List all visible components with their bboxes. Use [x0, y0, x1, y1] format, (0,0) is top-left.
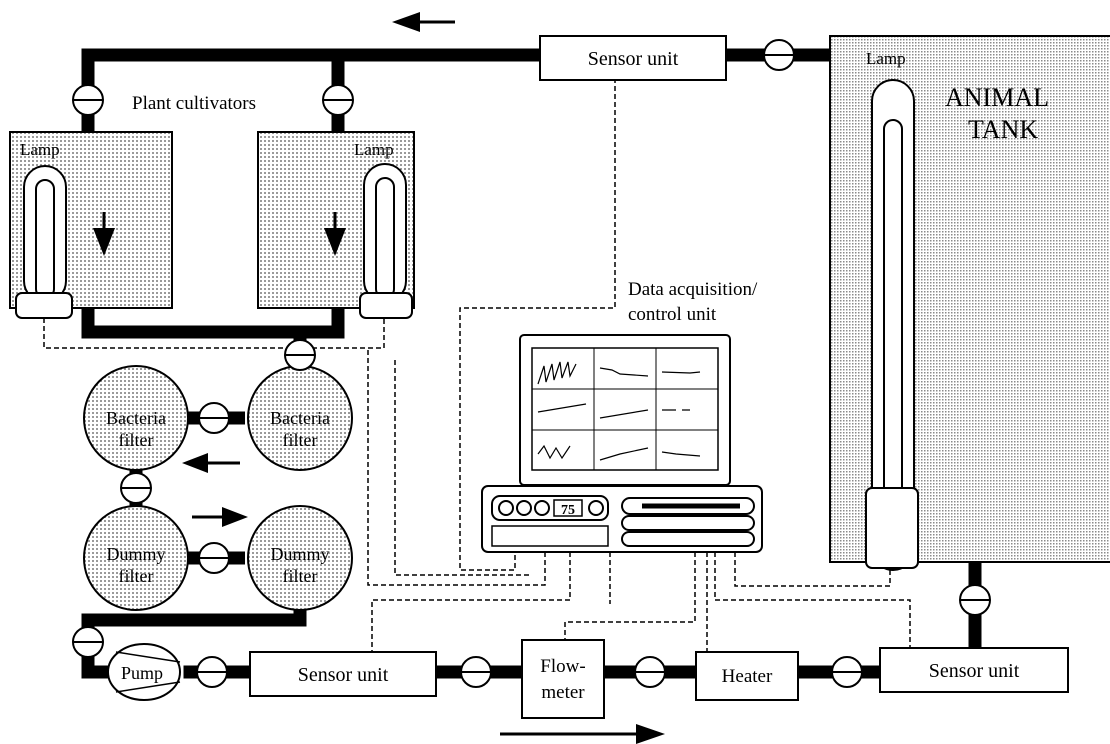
valve-cultivator-right: [322, 84, 354, 116]
signal-lines: [43, 78, 911, 658]
valve-bacteria-link: [198, 402, 230, 434]
valve-before-heater: [634, 656, 666, 688]
sensor-unit-bottom-right: Sensor unit: [879, 647, 1069, 693]
heater: Heater: [695, 651, 799, 701]
svg-text:filter: filter: [283, 430, 318, 450]
flow-arrow-filter-right: [192, 507, 248, 527]
down-arrow-right: [324, 212, 346, 256]
svg-text:Sensor unit: Sensor unit: [588, 48, 679, 70]
valve-pump-outlet: [196, 656, 228, 688]
svg-text:Bacteria: Bacteria: [106, 408, 166, 428]
sensor-unit-top: Sensor unit: [539, 35, 727, 81]
flow-arrow-top: [392, 12, 455, 32]
valves: [72, 39, 991, 688]
plant-cultivators-label: Plant cultivators: [132, 93, 256, 114]
valve-tank-drain: [959, 584, 991, 616]
lamp-label-right: Lamp: [354, 140, 394, 159]
pump: Pump: [107, 643, 181, 701]
lamp-tube-right: [363, 163, 407, 303]
sensor-unit-bottom-left: Sensor unit: [249, 651, 437, 697]
dummy-filter-right: Dummy filter: [247, 505, 353, 611]
animal-tank-label-line2: TANK: [968, 115, 1038, 144]
flow-arrow-filter-left: [182, 453, 240, 473]
svg-text:meter: meter: [541, 682, 585, 703]
daq-console: 75: [481, 485, 763, 553]
animal-tank: Lamp ANIMAL TANK: [829, 35, 1110, 571]
console-display: [553, 499, 583, 517]
bacteria-filter-left: Bacteria filter: [83, 365, 189, 471]
svg-text:Sensor unit: Sensor unit: [298, 664, 389, 686]
valve-cultivator-left: [72, 84, 104, 116]
down-arrow-left: [93, 212, 115, 256]
lamp-label-left: Lamp: [20, 140, 60, 159]
svg-text:Pump: Pump: [121, 663, 163, 683]
svg-text:Heater: Heater: [722, 666, 773, 687]
svg-text:filter: filter: [119, 430, 154, 450]
monitor-traces: [537, 361, 701, 461]
lamp-base-left: [15, 292, 73, 319]
bacteria-filter-right: Bacteria filter: [247, 365, 353, 471]
valve-before-flowmeter: [460, 656, 492, 688]
cultivator-bottom-pipe: [81, 301, 345, 339]
svg-text:Sensor unit: Sensor unit: [929, 660, 1020, 682]
valve-top-right: [763, 39, 795, 71]
dummy-filter-left: Dummy filter: [83, 505, 189, 611]
svg-text:75: 75: [561, 503, 575, 518]
daq-monitor: [519, 334, 731, 486]
plant-cultivator-right: Lamp: [257, 131, 415, 319]
lamp-base-right: [359, 292, 413, 319]
plant-cultivator-left: Lamp: [9, 131, 173, 319]
animal-tank-label-line1: ANIMAL: [945, 83, 1049, 112]
svg-text:Dummy: Dummy: [106, 544, 165, 564]
daq-label-line2: control unit: [628, 304, 717, 325]
lamp-tube-left: [23, 165, 67, 303]
flowmeter: Flow- meter: [521, 639, 605, 719]
lamp-label-tank: Lamp: [866, 49, 906, 68]
svg-text:Dummy: Dummy: [270, 544, 329, 564]
valve-pump-inlet: [72, 626, 104, 658]
svg-text:Flow-: Flow-: [540, 656, 585, 677]
svg-text:filter: filter: [283, 566, 318, 586]
daq-label-line1: Data acquisition/: [628, 279, 758, 300]
svg-text:Bacteria: Bacteria: [270, 408, 330, 428]
valve-dummy-link: [198, 542, 230, 574]
svg-text:filter: filter: [119, 566, 154, 586]
valve-after-heater: [831, 656, 863, 688]
valve-cultivator-outlet: [284, 339, 316, 371]
valve-filter-vertical: [120, 472, 152, 504]
flow-arrow-bottom: [500, 724, 665, 744]
lamp-base-tank: [865, 487, 919, 569]
lamp-tube-tank: [871, 79, 915, 571]
